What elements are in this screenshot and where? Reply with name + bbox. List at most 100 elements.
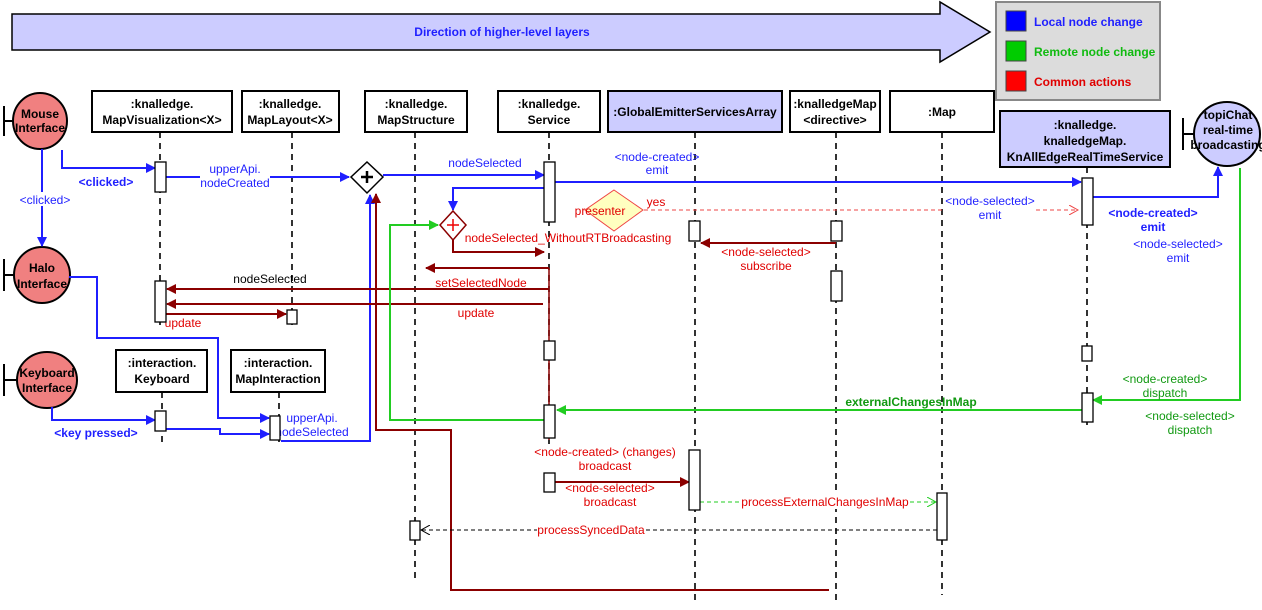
svg-text:emit: emit <box>646 163 669 177</box>
message-clicked-mouse-to-mapvis: <clicked> <box>61 150 156 189</box>
message-topichat-dispatch: <node-created> dispatch <node-selected> … <box>1092 168 1241 437</box>
svg-text:Halo: Halo <box>29 261 55 275</box>
message-update-to-maplayout: update <box>165 309 287 330</box>
message-upperapi-nodecreated: upperApi. nodeCreated <box>166 160 350 190</box>
svg-text::knalledgeMap: :knalledgeMap <box>793 97 876 111</box>
svg-text:topiChat: topiChat <box>1204 108 1253 122</box>
svg-text:<node-selected>: <node-selected> <box>1145 409 1234 423</box>
svg-text:<node-selected>: <node-selected> <box>945 194 1034 208</box>
svg-text:broadcast: broadcast <box>584 495 637 509</box>
lifeline-mapstructure: :knalledge. MapStructure <box>364 90 468 133</box>
lifeline-interaction-keyboard: :interaction. Keyboard <box>115 349 208 393</box>
svg-text::knalledge.: :knalledge. <box>259 97 322 111</box>
svg-text:<node-created>: <node-created> <box>615 150 700 164</box>
svg-text:subscribe: subscribe <box>740 259 792 273</box>
lifeline-service: :knalledge. Service <box>497 90 601 133</box>
svg-text:emit: emit <box>1167 251 1190 265</box>
message-halo-to-mapinteraction <box>69 276 270 423</box>
svg-text:Keyboard: Keyboard <box>134 372 189 386</box>
svg-text:upperApi.: upperApi. <box>286 411 337 425</box>
svg-text:nodeSelected: nodeSelected <box>275 425 348 439</box>
legend-swatch-common <box>1005 70 1027 92</box>
svg-text:<node-selected>: <node-selected> <box>721 245 810 259</box>
layer-direction-banner: Direction of higher-level layers <box>11 0 992 64</box>
message-keyboard-to-mapinteraction <box>166 428 270 439</box>
message-nodeselected-to-mapvis: nodeSelected <box>166 272 549 294</box>
svg-text::GlobalEmitterServicesArray: :GlobalEmitterServicesArray <box>613 105 777 119</box>
message-subscribe: <node-selected> subscribe <box>700 238 836 273</box>
svg-text::knalledge.: :knalledge. <box>131 97 194 111</box>
svg-text:knalledgeMap.: knalledgeMap. <box>1044 134 1127 148</box>
message-return-to-fork <box>371 193 829 591</box>
svg-text:nodeSelected: nodeSelected <box>448 156 521 170</box>
activation-bars <box>154 161 1094 541</box>
message-clicked-mouse-to-halo: <clicked> <box>16 149 74 247</box>
svg-text:setSelectedNode: setSelectedNode <box>435 276 527 290</box>
legend-swatch-local <box>1005 10 1027 32</box>
message-upperapi-nodeselected: upperApi. nodeSelected <box>275 194 375 442</box>
svg-text:emit: emit <box>1141 220 1166 234</box>
svg-text:dispatch: dispatch <box>1143 386 1188 400</box>
svg-text:<directive>: <directive> <box>803 113 866 127</box>
svg-text:MapInteraction: MapInteraction <box>235 372 320 386</box>
lifeline-realtime-service: :knalledge. knalledgeMap. KnAllEdgeRealT… <box>999 110 1171 168</box>
legend-label-remote: Remote node change <box>1034 45 1156 59</box>
svg-text:processExternalChangesInMap: processExternalChangesInMap <box>741 495 909 509</box>
svg-text::knalledge.: :knalledge. <box>385 97 448 111</box>
lifeline-map: :Map <box>889 90 995 133</box>
svg-text::interaction.: :interaction. <box>244 356 313 370</box>
svg-text:Keyboard: Keyboard <box>19 366 74 380</box>
actor-mouse-interface: Mouse Interface <box>3 92 68 150</box>
svg-text:Service: Service <box>528 113 571 127</box>
actor-topichat-broadcasting: topiChat real-time broadcasting <box>1182 101 1262 167</box>
svg-text:update: update <box>458 306 495 320</box>
fork-gateway-local <box>349 160 385 195</box>
lifeline-knalledgemap-directive: :knalledgeMap <directive> <box>789 90 881 133</box>
svg-text:KnAllEdgeRealTimeService: KnAllEdgeRealTimeService <box>1007 150 1164 164</box>
svg-text:dispatch: dispatch <box>1168 423 1213 437</box>
svg-text:Mouse: Mouse <box>21 107 59 121</box>
svg-text:upperApi.: upperApi. <box>209 162 260 176</box>
svg-text:MapLayout<X>: MapLayout<X> <box>247 113 332 127</box>
message-external-changes-in-map: externalChangesInMap <box>556 395 1082 415</box>
svg-text::interaction.: :interaction. <box>128 356 197 370</box>
message-setselectednode: setSelectedNode <box>425 263 549 290</box>
svg-text:yes: yes <box>647 195 666 209</box>
legend-label-common: Common actions <box>1034 75 1132 89</box>
banner-arrow <box>11 0 992 64</box>
svg-text:broadcast: broadcast <box>579 459 632 473</box>
svg-text:real-time: real-time <box>1203 123 1253 137</box>
svg-text:externalChangesInMap: externalChangesInMap <box>845 395 976 409</box>
message-node-created-emit: <node-created> emit <box>555 150 1082 187</box>
svg-text:nodeSelected: nodeSelected <box>233 272 306 286</box>
svg-text:<node-created>: <node-created> <box>1123 372 1208 386</box>
message-key-pressed: <key pressed> <box>51 407 156 440</box>
fork-gateway-common <box>438 209 468 242</box>
message-nodeselected-without-rt: nodeSelected_WithoutRTBroadcasting <box>452 231 672 257</box>
message-update-to-mapvis: update <box>166 299 543 320</box>
svg-text:nodeSelected_WithoutRTBroadcas: nodeSelected_WithoutRTBroadcasting <box>465 231 672 245</box>
svg-text:<node-created>: <node-created> <box>1108 206 1197 220</box>
svg-text:Interface: Interface <box>17 277 67 291</box>
message-rt-to-topichat: <node-created> emit <node-selected> emit <box>1093 166 1223 265</box>
message-service-to-local-fork <box>448 187 548 211</box>
legend-label-local: Local node change <box>1034 15 1143 29</box>
svg-text::knalledge.: :knalledge. <box>1054 118 1117 132</box>
banner-label: Direction of higher-level layers <box>414 25 590 39</box>
svg-text:update: update <box>165 316 202 330</box>
svg-text:<clicked>: <clicked> <box>79 175 134 189</box>
svg-text:<node-created> (changes): <node-created> (changes) <box>534 445 675 459</box>
message-broadcast: <node-created> (changes) broadcast <node… <box>534 444 690 509</box>
svg-text:MapStructure: MapStructure <box>377 113 455 127</box>
svg-text:<node-selected>: <node-selected> <box>565 481 654 495</box>
legend-swatch-remote <box>1005 40 1027 62</box>
actor-halo-interface: Halo Interface <box>3 246 71 304</box>
message-remote-to-fork <box>389 220 545 421</box>
lifeline-maplayout: :knalledge. MapLayout<X> <box>241 90 340 133</box>
message-process-synced-data: processSyncedData <box>421 523 937 537</box>
svg-text:broadcasting: broadcasting <box>1190 138 1262 152</box>
svg-text:processSyncedData: processSyncedData <box>537 523 645 537</box>
svg-text:nodeCreated: nodeCreated <box>200 176 269 190</box>
svg-text:Interface: Interface <box>15 121 65 135</box>
message-process-external-changes: processExternalChangesInMap <box>700 495 936 509</box>
